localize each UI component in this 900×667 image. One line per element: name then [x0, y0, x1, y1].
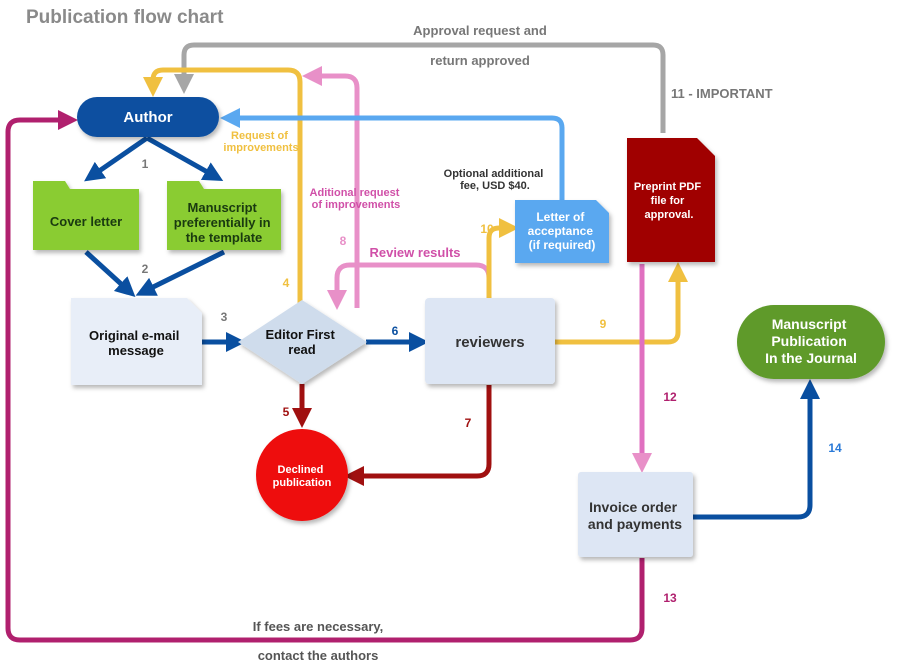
editor-label-line-2: read	[288, 342, 316, 357]
optional-fee-line-2: fee, USD $40.	[460, 180, 530, 192]
manuscript-label-line-2: preferentially in	[174, 215, 271, 230]
publication-label: Manuscript Publication In the Journal	[765, 316, 857, 366]
author-node	[77, 97, 219, 137]
step-number-4: 4	[283, 276, 290, 290]
step-number-9: 9	[600, 317, 607, 331]
step-number-5: 5	[283, 405, 290, 419]
preprint-label: Preprint PDF file for approval.	[634, 181, 704, 221]
preprint-node	[627, 138, 715, 262]
request-improvements-line-2: improvements	[223, 142, 298, 154]
editor-label-line-1: Editor First	[266, 327, 336, 342]
declined-label-line-2: publication	[273, 477, 332, 489]
editor-label: Editor First read	[266, 327, 339, 357]
edge-request-improvements	[143, 67, 303, 308]
manuscript-label-line-1: Manuscript	[188, 200, 258, 215]
edge-reviewers-to-preprint	[555, 262, 688, 345]
chart-title: Publication flow chart	[26, 7, 224, 28]
editor-node	[238, 300, 367, 384]
edge-author-to-manuscript	[145, 135, 224, 181]
publication-label-line-3: In the Journal	[765, 350, 857, 366]
request-improvements-label: Request of improvements	[223, 130, 298, 154]
fees-label-line-2: contact the authors	[258, 648, 379, 663]
manuscript-node	[167, 181, 281, 250]
optional-fee-line-1: Optional additional	[444, 168, 544, 180]
declined-label-line-1: Declined	[278, 464, 324, 476]
edge-author-to-cover	[84, 135, 149, 182]
email-label: Original e-mail message	[89, 328, 183, 358]
edge-reviewers-to-letter	[486, 218, 519, 298]
step-number-8: 8	[340, 234, 347, 248]
edge-cover-to-email	[84, 250, 136, 298]
edge-letter-to-author	[220, 108, 565, 200]
edge-additional-request	[302, 66, 360, 308]
step-number-7: 7	[465, 416, 472, 430]
important-label: 11 - IMPORTANT	[671, 86, 773, 101]
edge-fees-contact-authors	[5, 110, 645, 643]
preprint-label-line-2: file for	[651, 195, 685, 207]
publication-node	[737, 305, 885, 379]
letter-label-line-3: (if required)	[529, 238, 596, 252]
cover-letter-label: Cover letter	[50, 214, 122, 229]
invoice-node	[578, 472, 693, 557]
step-number-1: 1	[142, 157, 149, 171]
edge-invoice-to-publication	[693, 379, 820, 520]
email-label-line-1: Original e-mail	[89, 328, 179, 343]
reviewers-node	[425, 298, 555, 384]
manuscript-label-line-3: the template	[186, 230, 263, 245]
publication-label-line-1: Manuscript	[772, 316, 847, 332]
invoice-label-line-1: Invoice order	[589, 499, 677, 515]
letter-node	[515, 200, 609, 263]
request-improvements-line-1: Request of	[231, 130, 288, 142]
letter-label-line-2: acceptance	[528, 224, 594, 238]
letter-label-line-1: Letter of	[536, 210, 585, 224]
additional-request-line-2: of improvements	[312, 199, 401, 211]
approval-label-line-1: Approval request and	[413, 23, 547, 38]
additional-request-line-1: Aditional request	[310, 187, 400, 199]
approval-label-line-2: return approved	[430, 53, 530, 68]
email-node	[71, 298, 202, 385]
step-number-3: 3	[221, 310, 228, 324]
manuscript-label: Manuscript preferentially in the templat…	[174, 200, 274, 245]
author-label: Author	[123, 109, 172, 126]
invoice-label: Invoice order and payments	[588, 499, 682, 532]
additional-request-label: Aditional request of improvements	[310, 187, 403, 211]
edge-approval-request	[174, 42, 666, 133]
reviewers-label: reviewers	[455, 334, 524, 351]
letter-label: Letter of acceptance (if required)	[528, 210, 597, 252]
email-label-line-2: message	[108, 343, 164, 358]
invoice-label-line-2: and payments	[588, 516, 682, 532]
publication-label-line-2: Publication	[771, 333, 846, 349]
step-number-10: 10	[480, 222, 494, 236]
edge-reviewers-to-declined	[344, 385, 492, 486]
preprint-label-line-1: Preprint PDF	[634, 181, 702, 193]
cover-letter-node	[33, 181, 139, 250]
step-number-6: 6	[392, 324, 399, 338]
fees-label-line-1: If fees are necessary,	[253, 619, 384, 634]
optional-fee-label: Optional additional fee, USD $40.	[444, 168, 547, 192]
step-number-2: 2	[142, 262, 149, 276]
step-number-12: 12	[663, 390, 677, 404]
declined-node	[256, 429, 348, 521]
review-results-label: Review results	[369, 245, 460, 260]
step-number-14: 14	[828, 441, 842, 455]
step-number-13: 13	[663, 591, 677, 605]
edge-manuscript-to-email	[135, 249, 226, 296]
preprint-label-line-3: approval.	[645, 209, 694, 221]
declined-label: Declined publication	[273, 464, 332, 489]
